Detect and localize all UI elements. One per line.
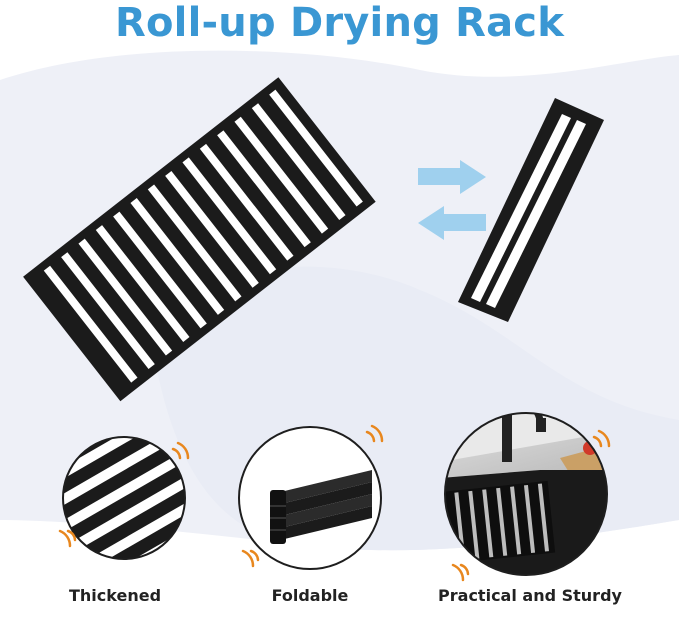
- arrow-right-icon: [418, 160, 486, 194]
- rack-unrolled: [23, 77, 376, 402]
- feature-thickened-image: [62, 436, 186, 560]
- feature-label-foldable: Foldable: [271, 586, 349, 605]
- rack-folded: [458, 98, 604, 322]
- vibration-mark-icon: [58, 424, 611, 582]
- page-title: Roll-up Drying Rack: [115, 0, 564, 46]
- feature-sturdy-image: [444, 412, 608, 576]
- feature-label-thickened: Thickened: [68, 586, 162, 605]
- arrow-left-icon: [418, 206, 486, 240]
- feature-foldable-image: [238, 426, 382, 570]
- feature-label-practical-sturdy: Practical and Sturdy: [438, 586, 622, 605]
